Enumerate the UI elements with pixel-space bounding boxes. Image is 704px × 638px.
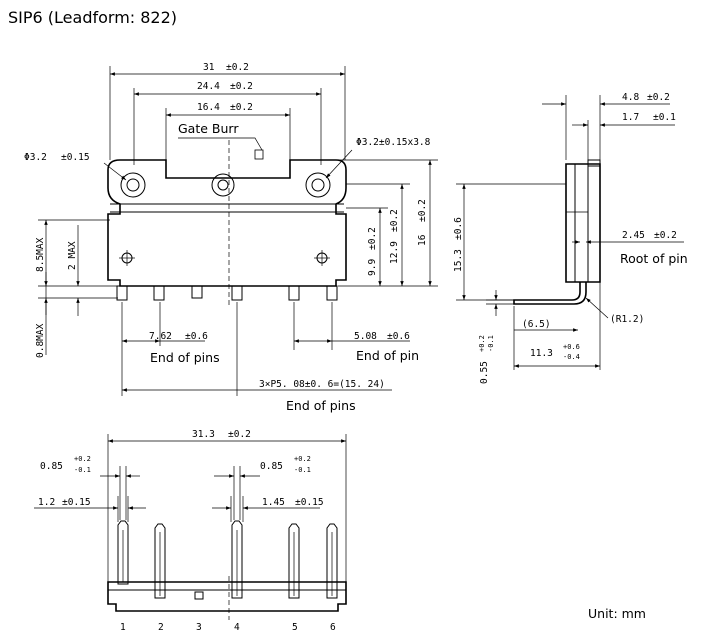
- dim-16: 16: [417, 234, 428, 246]
- pin-number-2: 2: [158, 622, 164, 633]
- dim-085-left-tol-plus: +0.2: [74, 455, 91, 463]
- mounting-hole-right: [305, 172, 331, 198]
- root-of-pin-label: Root of pin: [620, 251, 688, 266]
- unit-label: Unit: mm: [588, 606, 646, 621]
- dim-7-62: 7.62: [149, 331, 172, 342]
- dim-085-right-tol-plus: +0.2: [294, 455, 311, 463]
- dim-085-right-tol-minus: -0.1: [294, 466, 311, 474]
- end-of-pins-a: End of pins: [150, 350, 220, 365]
- dim-1-2: 1.2: [38, 497, 55, 508]
- dim-16-4-tol: ±0.2: [230, 102, 253, 113]
- dim-11-3-tol-plus: +0.6: [563, 343, 580, 351]
- dim-1-45-tol: ±0.15: [295, 497, 324, 508]
- dim-4-8: 4.8: [622, 92, 639, 103]
- hole-left-dim: Φ3.2: [24, 152, 47, 163]
- end-of-pins-c: End of pins: [286, 398, 356, 413]
- dim-31: 31: [203, 62, 215, 73]
- dim-0-55: 0.55: [479, 361, 490, 384]
- dim-1-45: 1.45: [262, 497, 285, 508]
- dim-31-tol: ±0.2: [226, 62, 249, 73]
- dim-2-45: 2.45: [622, 230, 645, 241]
- dim-16-4: 16.4: [197, 102, 220, 113]
- dim-2-45-tol: ±0.2: [654, 230, 677, 241]
- dim-4-8-tol: ±0.2: [647, 92, 670, 103]
- dim-31-3: 31.3: [192, 429, 215, 440]
- pin-number-3: 3: [196, 622, 202, 633]
- dim-1-7: 1.7: [622, 112, 639, 123]
- bottom-view: 31.3 ±0.2 0.85 +0.2 -0.1 0.85 +0.2 -0.1 …: [34, 429, 347, 633]
- side-body: [565, 163, 601, 283]
- dim-0-55-tol-plus: +0.2: [478, 335, 486, 352]
- end-of-pin-b: End of pin: [356, 348, 419, 363]
- dim-1-7-tol: ±0.1: [653, 112, 676, 123]
- pin-number-4: 4: [234, 622, 240, 633]
- bottom-leads: [117, 520, 338, 599]
- dim-24-4-tol: ±0.2: [230, 81, 253, 92]
- dim-5-08: 5.08: [354, 331, 377, 342]
- front-view: 31 ±0.2 24.4 ±0.2 16.4 ±0.2 Gate Burr Φ3…: [24, 62, 438, 413]
- gate-burr-leader: [178, 137, 263, 151]
- pin-number-5: 5: [292, 622, 298, 633]
- dim-8-5max: 8.5MAX: [35, 237, 46, 272]
- dim-2max: 2 MAX: [67, 241, 78, 270]
- dim-9-9-tol: ±0.2: [367, 227, 378, 250]
- pin-number-6: 6: [330, 622, 336, 633]
- dim-15-3-tol: ±0.6: [453, 217, 464, 240]
- front-pins: [116, 285, 338, 301]
- dim-7-62-tol: ±0.6: [185, 331, 208, 342]
- dim-31-3-tol: ±0.2: [228, 429, 251, 440]
- mounting-hole-left: [120, 172, 146, 198]
- dim-24-4: 24.4: [197, 81, 220, 92]
- dim-15-3: 15.3: [453, 249, 464, 272]
- dim-6-5: (6.5): [522, 319, 551, 330]
- dim-11-3-tol-minus: -0.4: [563, 353, 580, 361]
- dim-0-8max: 0.8MAX: [35, 323, 46, 358]
- hole-right-dim: Φ3.2±0.15x3.8: [356, 137, 431, 148]
- hole-left-tol: ±0.15: [61, 152, 90, 163]
- dim-085-left: 0.85: [40, 461, 63, 472]
- dim-085-right: 0.85: [260, 461, 283, 472]
- dim-r1-2: (R1.2): [610, 314, 644, 325]
- dim-5-08-tol: ±0.6: [387, 331, 410, 342]
- dim-16-tol: ±0.2: [417, 199, 428, 222]
- gate-burr-label: Gate Burr: [178, 121, 239, 136]
- pin-number-1: 1: [120, 622, 126, 633]
- dim-085-left-tol-minus: -0.1: [74, 466, 91, 474]
- center-hole: [211, 173, 235, 197]
- dim-0-55-tol-minus: -0.1: [487, 335, 495, 352]
- dim-1-2-tol: ±0.15: [62, 497, 91, 508]
- dim-9-9: 9.9: [367, 259, 378, 276]
- bottom-body: [107, 581, 347, 612]
- drawing-title: SIP6 (Leadform: 822): [8, 8, 177, 27]
- dim-11-3: 11.3: [530, 348, 553, 359]
- dim-pitch-total: 3×P5. 08±0. 6=(15. 24): [259, 379, 385, 390]
- package-body: [107, 159, 347, 287]
- side-view: 4.8 ±0.2 1.7 ±0.1 15.3 ±0.6 2.45 ±0.2 Ro…: [453, 92, 688, 384]
- dim-12-9: 12.9: [389, 241, 400, 264]
- side-bent-lead: [513, 282, 587, 305]
- dim-12-9-tol: ±0.2: [389, 209, 400, 232]
